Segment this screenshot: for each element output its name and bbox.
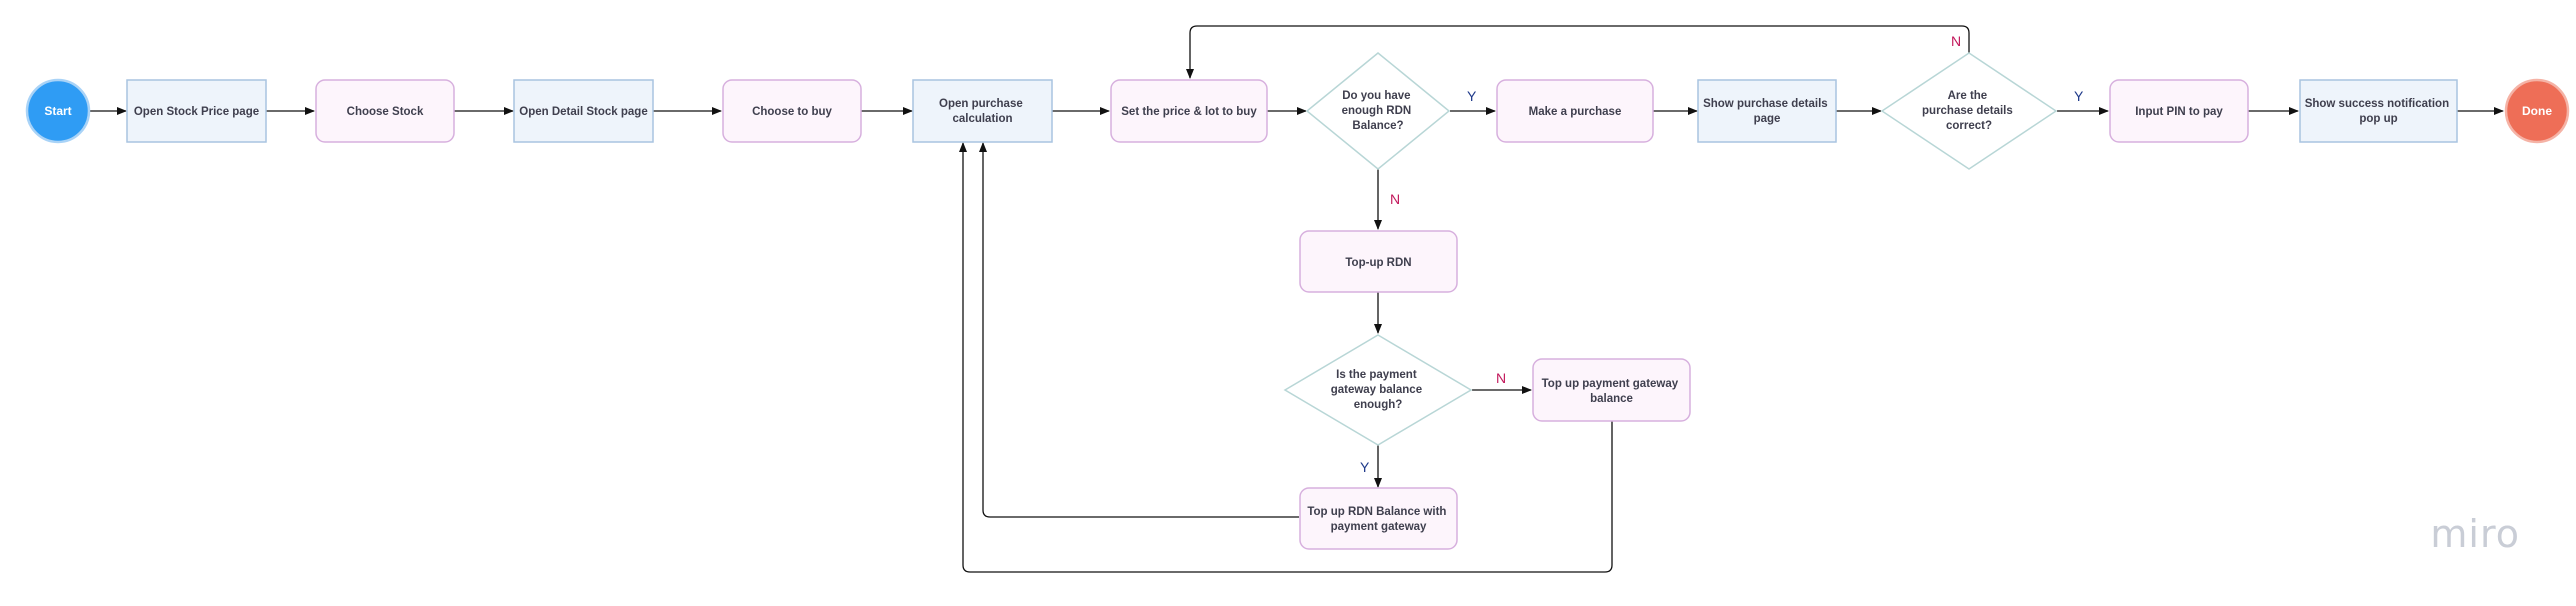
svg-text:Top up payment gateway b: Top up payment gateway balance: [1542, 378, 1682, 405]
label-gateway-yes: Y: [1360, 459, 1370, 475]
decision-line: enough RDN: [1342, 105, 1412, 117]
node-open-detail-stock[interactable]: Open Detail Stock page: [513, 79, 654, 143]
svg-text:Choose Stock: Choose Stock: [347, 106, 424, 118]
node-show-purchase-details[interactable]: Show purchase details page: [1697, 79, 1837, 143]
edge-topup-gateway-to-purchase-calc: [959, 142, 1613, 573]
decision-line: Do you have: [1342, 90, 1410, 102]
label-details-yes: Y: [2074, 88, 2084, 104]
decision-line: correct?: [1946, 120, 1992, 132]
node-line: Choose Stock: [347, 106, 424, 118]
svg-text:Open Detail Stock page: Open Detail Stock page: [519, 106, 647, 118]
svg-text:Top-up RDN: Top-up RDN: [1345, 257, 1411, 269]
svg-text:Open Stock Price page: Open Stock Price page: [134, 106, 259, 118]
node-line: Top-up RDN: [1345, 257, 1411, 269]
node-topup-rdn[interactable]: Top-up RDN: [1299, 230, 1458, 293]
node-make-purchase[interactable]: Make a purchase: [1496, 79, 1654, 143]
miro-watermark: miro: [2430, 512, 2520, 556]
svg-text:Input PIN to pay: Input PIN to pay: [2135, 106, 2223, 118]
decision-enough-rdn[interactable]: Do you have enough RDN Balance?: [1305, 52, 1451, 170]
svg-text:Open purchase calculatio: Open purchase calculation: [939, 98, 1026, 125]
node-choose-stock[interactable]: Choose Stock: [315, 79, 455, 143]
node-line: calculation: [952, 113, 1012, 125]
done-label: Done: [2522, 104, 2552, 118]
node-show-success[interactable]: Show success notification pop up: [2299, 79, 2458, 143]
node-line: Open Detail Stock page: [519, 106, 647, 118]
node-line: Top up payment gateway: [1542, 378, 1679, 390]
svg-text:Is the payment gateway b: Is the payment gateway balance enough?: [1331, 369, 1426, 411]
decision-line: Are the: [1948, 90, 1988, 102]
decision-gateway-enough[interactable]: Is the payment gateway balance enough?: [1283, 334, 1473, 446]
decision-line: enough?: [1354, 399, 1403, 411]
label-enough-rdn-yes: Y: [1467, 88, 1477, 104]
node-line: Show success notification: [2305, 98, 2449, 110]
node-line: Show purchase details: [1703, 98, 1828, 110]
node-line: payment gateway: [1331, 521, 1427, 533]
decision-line: Is the payment: [1336, 369, 1417, 381]
node-line: Open Stock Price page: [134, 106, 259, 118]
edge-details-correct-no: [1186, 25, 1970, 79]
decision-line: Balance?: [1352, 120, 1403, 132]
svg-text:Show purchase details pa: Show purchase details page: [1703, 98, 1831, 125]
node-line: pop up: [2359, 113, 2397, 125]
svg-text:Top up RDN Balance with: Top up RDN Balance with payment gateway: [1307, 506, 1449, 533]
node-line: Choose to buy: [752, 106, 832, 118]
edge-topup-rdn-gateway-to-purchase-calc: [979, 142, 1299, 518]
node-open-stock-price[interactable]: Open Stock Price page: [126, 79, 267, 143]
node-line: Top up RDN Balance with: [1307, 506, 1446, 518]
svg-text:Choose to buy: Choose to buy: [752, 106, 832, 118]
node-open-purchase-calc[interactable]: Open purchase calculation: [912, 79, 1053, 143]
svg-text:Show success notification: Show success notification pop up: [2305, 98, 2453, 125]
label-gateway-no: N: [1496, 370, 1506, 386]
start-terminal[interactable]: Start: [25, 78, 91, 144]
edge-labels: Y N Y N Y N: [1360, 33, 2084, 475]
done-terminal[interactable]: Done: [2504, 78, 2570, 144]
start-label: Start: [44, 104, 71, 118]
decision-line: gateway balance: [1331, 384, 1422, 396]
node-line: Open purchase: [939, 98, 1023, 110]
svg-text:Are the purchase details: Are the purchase details correct?: [1922, 90, 2016, 132]
node-choose-buy[interactable]: Choose to buy: [722, 79, 862, 143]
node-set-price-lot[interactable]: Set the price & lot to buy: [1110, 79, 1268, 143]
node-line: Input PIN to pay: [2135, 106, 2223, 118]
svg-text:Set the price & lot to buy: Set the price & lot to buy: [1121, 106, 1257, 118]
node-topup-gateway[interactable]: Top up payment gateway balance: [1532, 358, 1691, 422]
node-line: Set the price & lot to buy: [1121, 106, 1257, 118]
svg-text:Make a purchase: Make a purchase: [1529, 106, 1622, 118]
label-enough-rdn-no: N: [1390, 191, 1400, 207]
decision-details-correct[interactable]: Are the purchase details correct?: [1880, 52, 2058, 170]
node-topup-rdn-gateway[interactable]: Top up RDN Balance with payment gateway: [1299, 487, 1458, 550]
edges: [89, 25, 2504, 573]
node-input-pin[interactable]: Input PIN to pay: [2109, 79, 2249, 143]
node-line: balance: [1590, 393, 1633, 405]
label-details-no: N: [1951, 33, 1961, 49]
node-line: Make a purchase: [1529, 106, 1622, 118]
node-line: page: [1754, 113, 1781, 125]
decision-line: purchase details: [1922, 105, 2013, 117]
svg-text:Do you have enough RDN: Do you have enough RDN Balance?: [1342, 90, 1415, 132]
